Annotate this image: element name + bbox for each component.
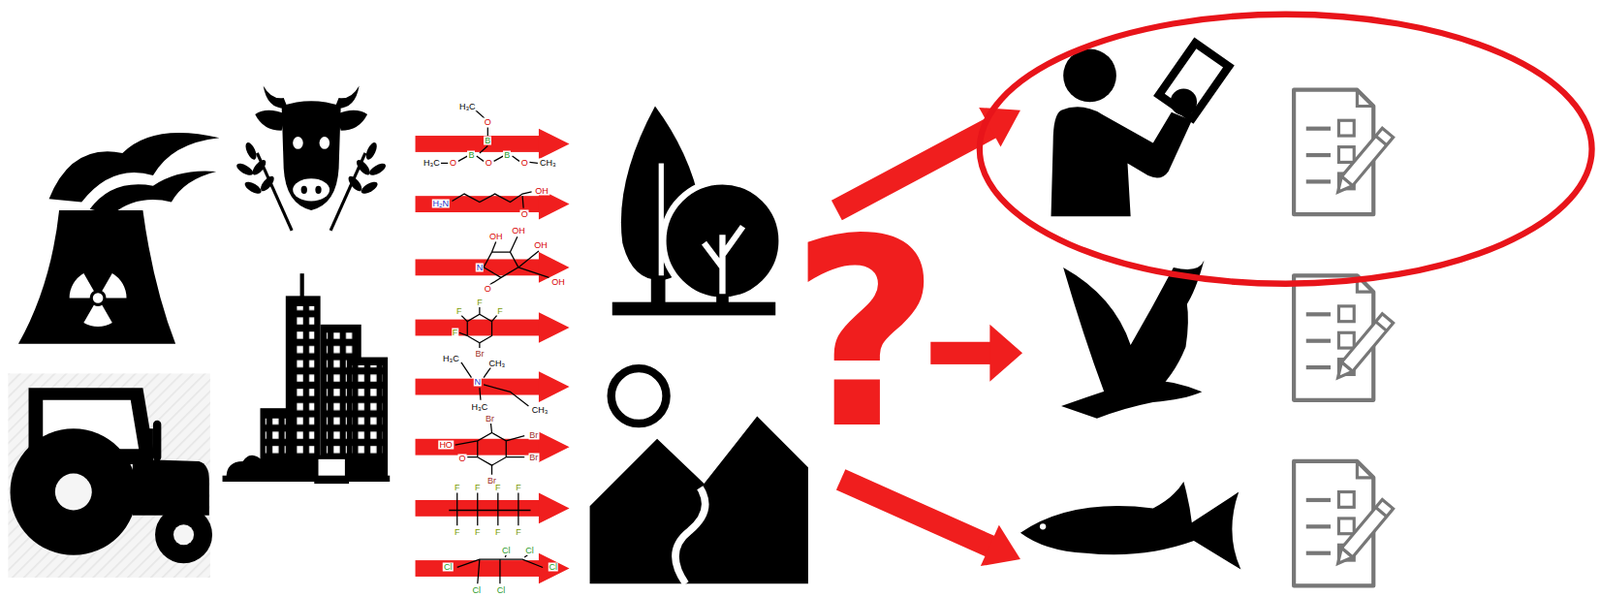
atom-label: Br [473, 349, 485, 359]
atom-label: HO [438, 440, 454, 450]
atom-label: OH [533, 240, 549, 250]
atom-label: B [502, 151, 511, 160]
atom-label: N [473, 376, 483, 386]
atom-label: F [514, 483, 523, 493]
atom-label: O [520, 158, 530, 168]
atom-label: F [514, 527, 523, 536]
atom-label: F [453, 483, 462, 493]
atom-label: Br [528, 452, 539, 462]
atom-label: CH₃ [538, 158, 558, 168]
atom-label: B [467, 151, 475, 160]
atom-label: OH [533, 186, 550, 195]
atom-label: O [484, 158, 494, 168]
atom-label: Cl [442, 563, 454, 572]
atom-label: N [475, 262, 485, 272]
atom-label: H₃C [470, 403, 490, 412]
atom-label: F [494, 527, 502, 536]
atom-label: CH₃ [487, 358, 506, 368]
atom-label: Cl [524, 545, 535, 555]
atom-label: Br [484, 413, 496, 423]
atom-label: CH₃ [531, 406, 550, 415]
atom-label: O [448, 158, 458, 168]
atom-label: O [457, 453, 467, 463]
atom-label: F [453, 527, 462, 536]
atom-label: F [494, 483, 502, 493]
atom-label: H₃C [458, 101, 477, 111]
atom-label: F [451, 328, 460, 338]
atom-label: O [520, 210, 530, 220]
atom-label: Cl [470, 585, 482, 595]
atom-label: F [473, 483, 482, 493]
atom-label: H₂N [432, 198, 451, 208]
question-mark: ? [789, 204, 941, 465]
atom-label: H₃C [422, 158, 441, 168]
atom-label: Br [528, 430, 539, 440]
atom-label: F [475, 297, 484, 307]
atom-label: F [455, 307, 464, 316]
atom-label: Cl [547, 563, 559, 572]
atom-label: O [483, 283, 493, 293]
atom-label: H₃C [441, 353, 461, 363]
atom-label: OH [488, 232, 504, 242]
atom-label: Cl [496, 585, 507, 595]
atom-label: B [483, 136, 492, 146]
atom-label: Cl [501, 545, 512, 555]
atom-label: OH [550, 277, 566, 286]
atom-label: F [496, 307, 504, 316]
atom-label: F [473, 527, 482, 536]
atom-label: O [483, 118, 493, 127]
atom-label: OH [510, 225, 527, 235]
